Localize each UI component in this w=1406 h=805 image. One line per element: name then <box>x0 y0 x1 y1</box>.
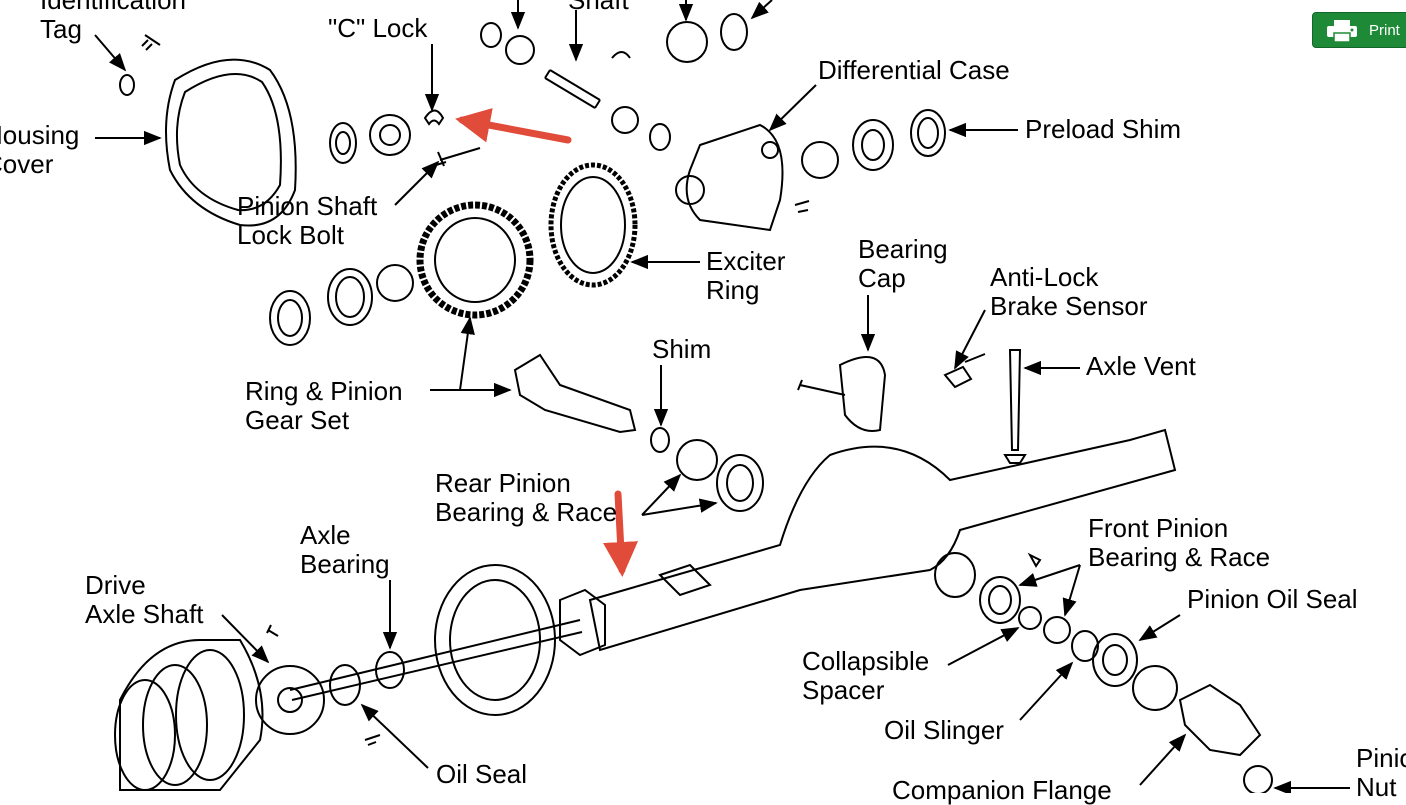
pinion-shaft-lock-bolt <box>435 147 481 167</box>
pinion-shaft <box>544 69 601 109</box>
axle-bearing-part <box>375 651 405 689</box>
drive-pinion <box>513 353 637 434</box>
oil-seal-part <box>329 664 361 706</box>
label-c-lock: "C" Lock <box>328 13 428 43</box>
side-gear <box>369 114 411 156</box>
label-axle-vent: Axle Vent <box>1086 351 1196 381</box>
differential-case <box>685 123 784 232</box>
label-preload-shim: Preload Shim <box>1025 114 1182 144</box>
bearing-cap <box>838 356 887 432</box>
thrust-washer <box>329 122 357 164</box>
pinion-shim <box>650 427 670 453</box>
label-housing-cover: HousingCover <box>0 120 80 179</box>
ring-gear <box>416 201 534 319</box>
companion-flange-part <box>1132 665 1178 711</box>
carrier-bearing-race <box>852 119 894 171</box>
label-shim: Shim <box>652 334 712 364</box>
printer-icon <box>1327 20 1357 42</box>
axle-shaft <box>289 619 583 701</box>
pinion-nut-part <box>1243 765 1273 793</box>
identification-tag <box>119 74 135 96</box>
annotation-arrow-pinion-shaft <box>603 490 639 577</box>
c-lock <box>423 109 445 126</box>
print-button[interactable]: Print <box>1312 12 1406 48</box>
housing-cover <box>165 58 297 227</box>
pinion-gear <box>505 35 535 65</box>
pinion-oil-seal-part <box>1092 633 1138 687</box>
preload-shim <box>910 109 946 157</box>
brake-backing-plate <box>434 564 556 716</box>
oil-slinger-part <box>1071 630 1099 662</box>
label-oil-slinger: Oil Slinger <box>884 715 1004 745</box>
axle-flange <box>255 665 325 735</box>
label-pinion-oil-seal: Pinion Oil Seal <box>1187 584 1358 614</box>
axle-vent <box>1008 349 1022 451</box>
axle-housing <box>588 428 1177 652</box>
label-differential-case: Differential Case <box>818 55 1010 85</box>
label-pinion-nut: PinionNut <box>1356 743 1406 802</box>
print-button-label: Print <box>1369 22 1400 39</box>
label-oil-seal: Oil Seal <box>436 759 528 789</box>
annotation-arrow-c-lock <box>455 107 572 144</box>
brake-drum <box>119 639 264 791</box>
anti-lock-brake-sensor <box>943 353 986 389</box>
label-shaft: Shaft <box>568 0 629 15</box>
exciter-ring <box>548 162 638 288</box>
label-companion-flange: Companion Flange <box>892 775 1112 805</box>
